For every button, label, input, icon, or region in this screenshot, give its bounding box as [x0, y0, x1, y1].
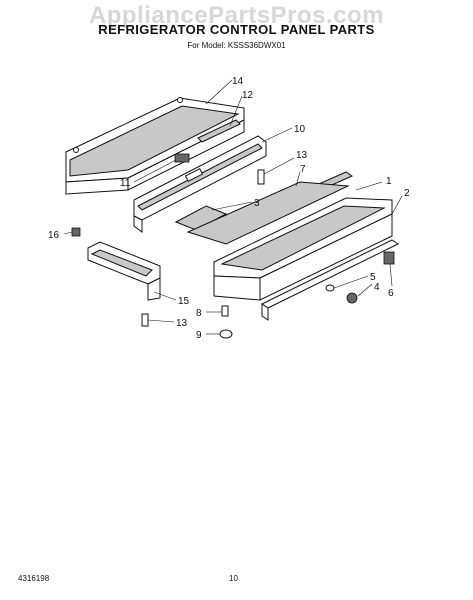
part-4-knob[interactable]: [346, 292, 358, 304]
callout-11: 11: [120, 178, 131, 189]
callout-8: 8: [196, 308, 202, 319]
callout-4: 4: [374, 282, 380, 293]
callout-13-upper: 13: [296, 150, 308, 161]
part-3-overlay-plate[interactable]: [174, 205, 228, 231]
callout-14: 14: [232, 76, 244, 87]
part-13-screw-lower[interactable]: [141, 313, 149, 327]
callout-13-lower: 13: [176, 318, 188, 329]
part-13-screw-upper[interactable]: [257, 169, 265, 185]
callout-12: 12: [242, 90, 254, 101]
doc-number: 4316198: [18, 574, 50, 583]
callout-5: 5: [370, 272, 376, 283]
part-15-side-bracket[interactable]: [87, 241, 161, 301]
part-16-clip[interactable]: [71, 227, 81, 237]
part-1-housing[interactable]: [186, 181, 393, 301]
part-2-front-cover[interactable]: [261, 239, 399, 321]
part-5-spring[interactable]: [325, 284, 335, 292]
callout-10: 10: [294, 124, 306, 135]
part-9-grommet[interactable]: [219, 329, 233, 339]
callout-15: 15: [178, 296, 190, 307]
part-11-switch[interactable]: [174, 153, 190, 163]
diagram-title: REFRIGERATOR CONTROL PANEL PARTS: [98, 22, 375, 37]
model-subtitle: For Model: KSSS36DWX01: [187, 41, 286, 50]
callout-3: 3: [254, 198, 260, 209]
part-12-lamp-holder[interactable]: [197, 119, 241, 143]
part-8-washer[interactable]: [221, 305, 229, 317]
part-10-control-panel[interactable]: [133, 135, 267, 233]
callout-6: 6: [388, 288, 394, 299]
page-number: 10: [229, 574, 238, 583]
callout-9: 9: [196, 330, 202, 341]
watermark: AppliancePartsPros.com: [88, 2, 385, 29]
part-6-connector[interactable]: [383, 251, 395, 265]
callout-2: 2: [404, 188, 410, 199]
callout-1: 1: [386, 176, 392, 187]
callout-16: 16: [48, 230, 60, 241]
callout-7: 7: [300, 164, 306, 175]
